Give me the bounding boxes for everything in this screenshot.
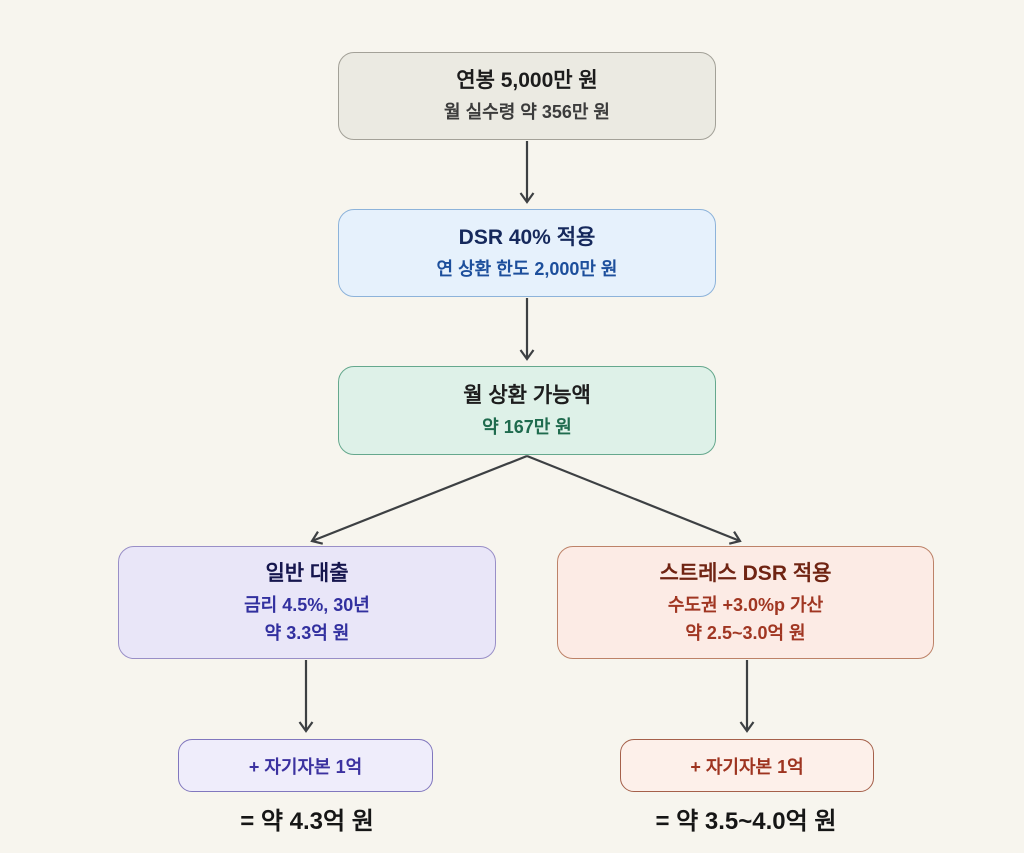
- node-monthly-repayment-subtitle: 약 167만 원: [482, 416, 572, 437]
- node-stress-dsr-line2: 약 2.5~3.0억 원: [685, 622, 806, 643]
- node-general-loan: 일반 대출 금리 4.5%, 30년 약 3.3억 원: [118, 546, 496, 659]
- node-dsr-limit-title: DSR 40% 적용: [458, 226, 596, 250]
- arrow-monthly-to-stress: [526, 454, 742, 545]
- node-dsr-limit-subtitle: 연 상환 한도 2,000만 원: [436, 259, 618, 280]
- node-general-loan-line2: 약 3.3억 원: [264, 622, 350, 643]
- node-stress-dsr-line1: 수도권 +3.0%p 가산: [667, 595, 824, 616]
- node-stress-capital-label: + 자기자본 1억: [690, 756, 804, 777]
- node-stress-capital: + 자기자본 1억: [620, 739, 874, 792]
- node-salary-subtitle: 월 실수령 약 356만 원: [444, 102, 610, 123]
- node-general-capital-label: + 자기자본 1억: [248, 756, 363, 777]
- node-monthly-repayment-title: 월 상환 가능액: [463, 383, 591, 407]
- arrow-monthly-to-general: [310, 454, 528, 545]
- node-stress-dsr: 스트레스 DSR 적용 수도권 +3.0%p 가산 약 2.5~3.0억 원: [557, 546, 934, 659]
- node-monthly-repayment: 월 상환 가능액 약 167만 원: [338, 366, 716, 455]
- stress-dsr-total: = 약 3.5~4.0억 원: [655, 808, 837, 835]
- node-general-capital: + 자기자본 1억: [178, 739, 433, 792]
- general-loan-total: = 약 4.3억 원: [240, 808, 374, 835]
- node-dsr-limit: DSR 40% 적용 연 상환 한도 2,000만 원: [338, 209, 716, 297]
- node-salary-title: 연봉 5,000만 원: [456, 69, 598, 93]
- node-stress-dsr-title: 스트레스 DSR 적용: [659, 561, 832, 585]
- node-general-loan-line1: 금리 4.5%, 30년: [244, 595, 370, 616]
- node-general-loan-title: 일반 대출: [265, 561, 349, 585]
- node-salary: 연봉 5,000만 원 월 실수령 약 356만 원: [338, 52, 716, 140]
